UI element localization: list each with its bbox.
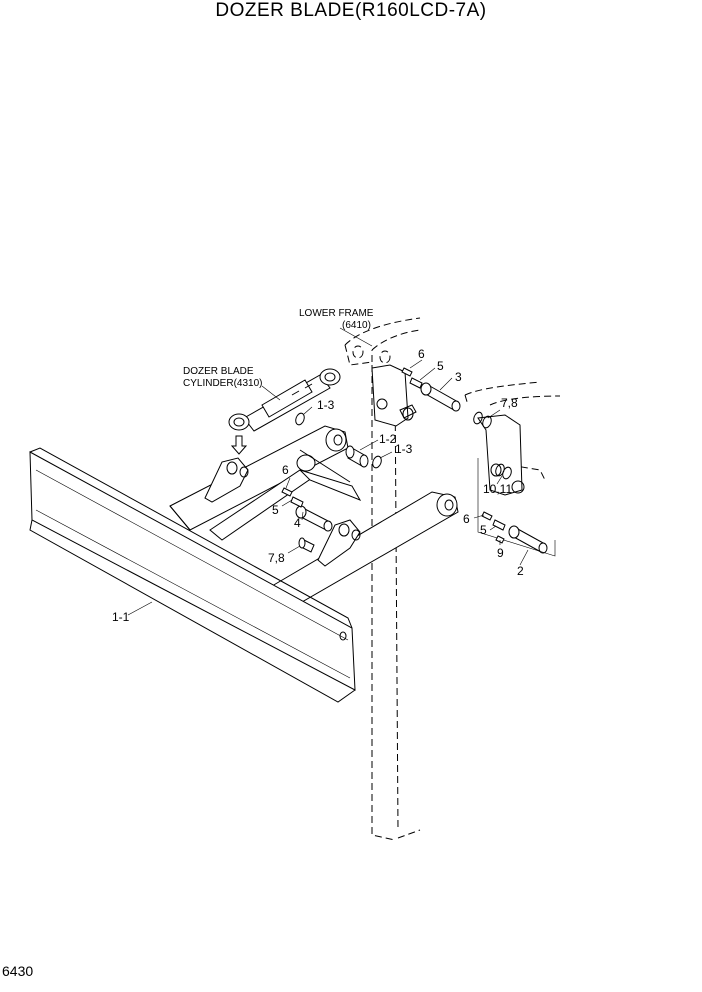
callout-5-right: 5: [480, 523, 487, 537]
cylinder-label: DOZER BLADE: [183, 366, 254, 377]
callout-4: 4: [294, 516, 301, 530]
callout-1-1: 1-1: [112, 610, 130, 624]
callout-5-center: 5: [272, 503, 279, 517]
lower-frame-label: LOWER FRAME: [299, 308, 374, 319]
bolt-6-upper: [401, 367, 413, 377]
pin-4: [295, 505, 333, 532]
bolt-6-right: [481, 511, 493, 521]
page-number: 6430: [2, 963, 34, 979]
page-title: DOZER BLADE(R160LCD-7A): [215, 0, 487, 21]
down-arrow-icon: [230, 435, 248, 455]
shim-7-8-center: [298, 537, 315, 553]
callout-2: 2: [517, 564, 524, 578]
oring-1-3-b: [372, 455, 382, 469]
lockplate-5-right: [492, 519, 506, 531]
bolt-6-center: [281, 487, 293, 497]
lockplate-5-upper: [409, 377, 423, 389]
bushing-1-2: [345, 445, 369, 468]
callout-9: 9: [497, 546, 504, 560]
shim-7-8-right: [473, 411, 492, 429]
callout-5-upper: 5: [437, 359, 444, 373]
blade-1-1: [29, 447, 356, 703]
dozer-blade-cylinder: [228, 368, 341, 432]
blade-frame: [169, 425, 459, 607]
pin-3: [420, 382, 461, 412]
callout-7-8-right: 7,8: [501, 396, 518, 410]
oring-1-3-a: [295, 412, 305, 426]
pin-2: [477, 458, 556, 557]
lockplate-5-center: [290, 496, 304, 508]
lower-frame-outline: [344, 317, 561, 841]
callout-10-11: 10,11: [483, 482, 512, 496]
lower-frame-ref: (6410): [342, 320, 371, 331]
frame-bracket-left: [371, 364, 417, 427]
callout-1-3-a: 1-3: [317, 398, 335, 412]
callout-1-3-b: 1-3: [395, 442, 413, 456]
callout-6-upper: 6: [418, 347, 425, 361]
leader-lines: [127, 327, 529, 616]
cylinder-ref: CYLINDER(4310): [183, 378, 262, 389]
callout-7-8-center: 7,8: [268, 551, 285, 565]
callout-6-center: 6: [282, 463, 289, 477]
callout-3: 3: [455, 370, 462, 384]
callout-1-2: 1-2: [379, 432, 397, 446]
seal-10-11: [495, 463, 512, 480]
washer-9: [495, 535, 505, 544]
callout-6-right: 6: [463, 512, 470, 526]
